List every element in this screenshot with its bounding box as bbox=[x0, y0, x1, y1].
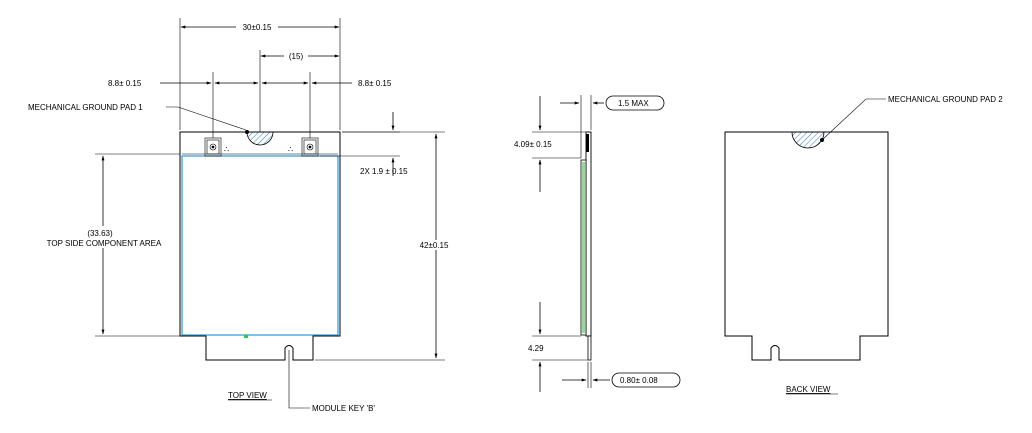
thickness-max-text: 1.5 MAX bbox=[618, 99, 649, 108]
top-view-board-outline bbox=[180, 132, 340, 360]
connector-right-marks: ∴ bbox=[288, 145, 293, 154]
component-area-label: TOP SIDE COMPONENT AREA bbox=[47, 239, 162, 248]
component-area-value: (33.63) bbox=[87, 229, 113, 238]
top-view-title: TOP VIEW bbox=[228, 391, 267, 400]
module-key-marker bbox=[244, 335, 248, 338]
back-view: MECHANICAL GROUND PAD 2 BACK VIEW bbox=[725, 95, 1003, 394]
width-dimension-text: 30±0.15 bbox=[243, 23, 272, 32]
module-key-label: MODULE KEY 'B' bbox=[312, 404, 375, 413]
pad-spacing-text: 2X 1.9 ± 0.15 bbox=[360, 167, 408, 176]
ground-pad-2-label: MECHANICAL GROUND PAD 2 bbox=[888, 95, 1003, 104]
side-top-dimension-text: 4.09± 0.15 bbox=[514, 140, 552, 149]
side-view-board bbox=[586, 132, 591, 336]
back-view-board-outline bbox=[725, 132, 888, 360]
left-offset-text: 8.8± 0.15 bbox=[108, 79, 142, 88]
height-dimension-text: 42±0.15 bbox=[420, 241, 449, 250]
right-offset-text: 8.8± 0.15 bbox=[358, 79, 392, 88]
back-view-title: BACK VIEW bbox=[786, 385, 831, 394]
center-dimension-text: (15) bbox=[289, 52, 304, 61]
side-view: 1.5 MAX 4.09± 0.15 4.29 0.80± 0.08 bbox=[512, 95, 680, 392]
ground-pad-1-label: MECHANICAL GROUND PAD 1 bbox=[28, 103, 143, 112]
ground-pad-1-dot bbox=[245, 130, 249, 134]
top-view: ∴ ∴ 30±0.15 (15) 8.8± 0.15 8.8± 0.15 bbox=[28, 18, 456, 413]
board-thickness-text: 0.80± 0.08 bbox=[620, 376, 658, 385]
side-bottom-dimension-text: 4.29 bbox=[528, 344, 544, 353]
connector-left-marks: ∴ bbox=[224, 145, 229, 154]
side-view-board-tail bbox=[588, 336, 591, 360]
